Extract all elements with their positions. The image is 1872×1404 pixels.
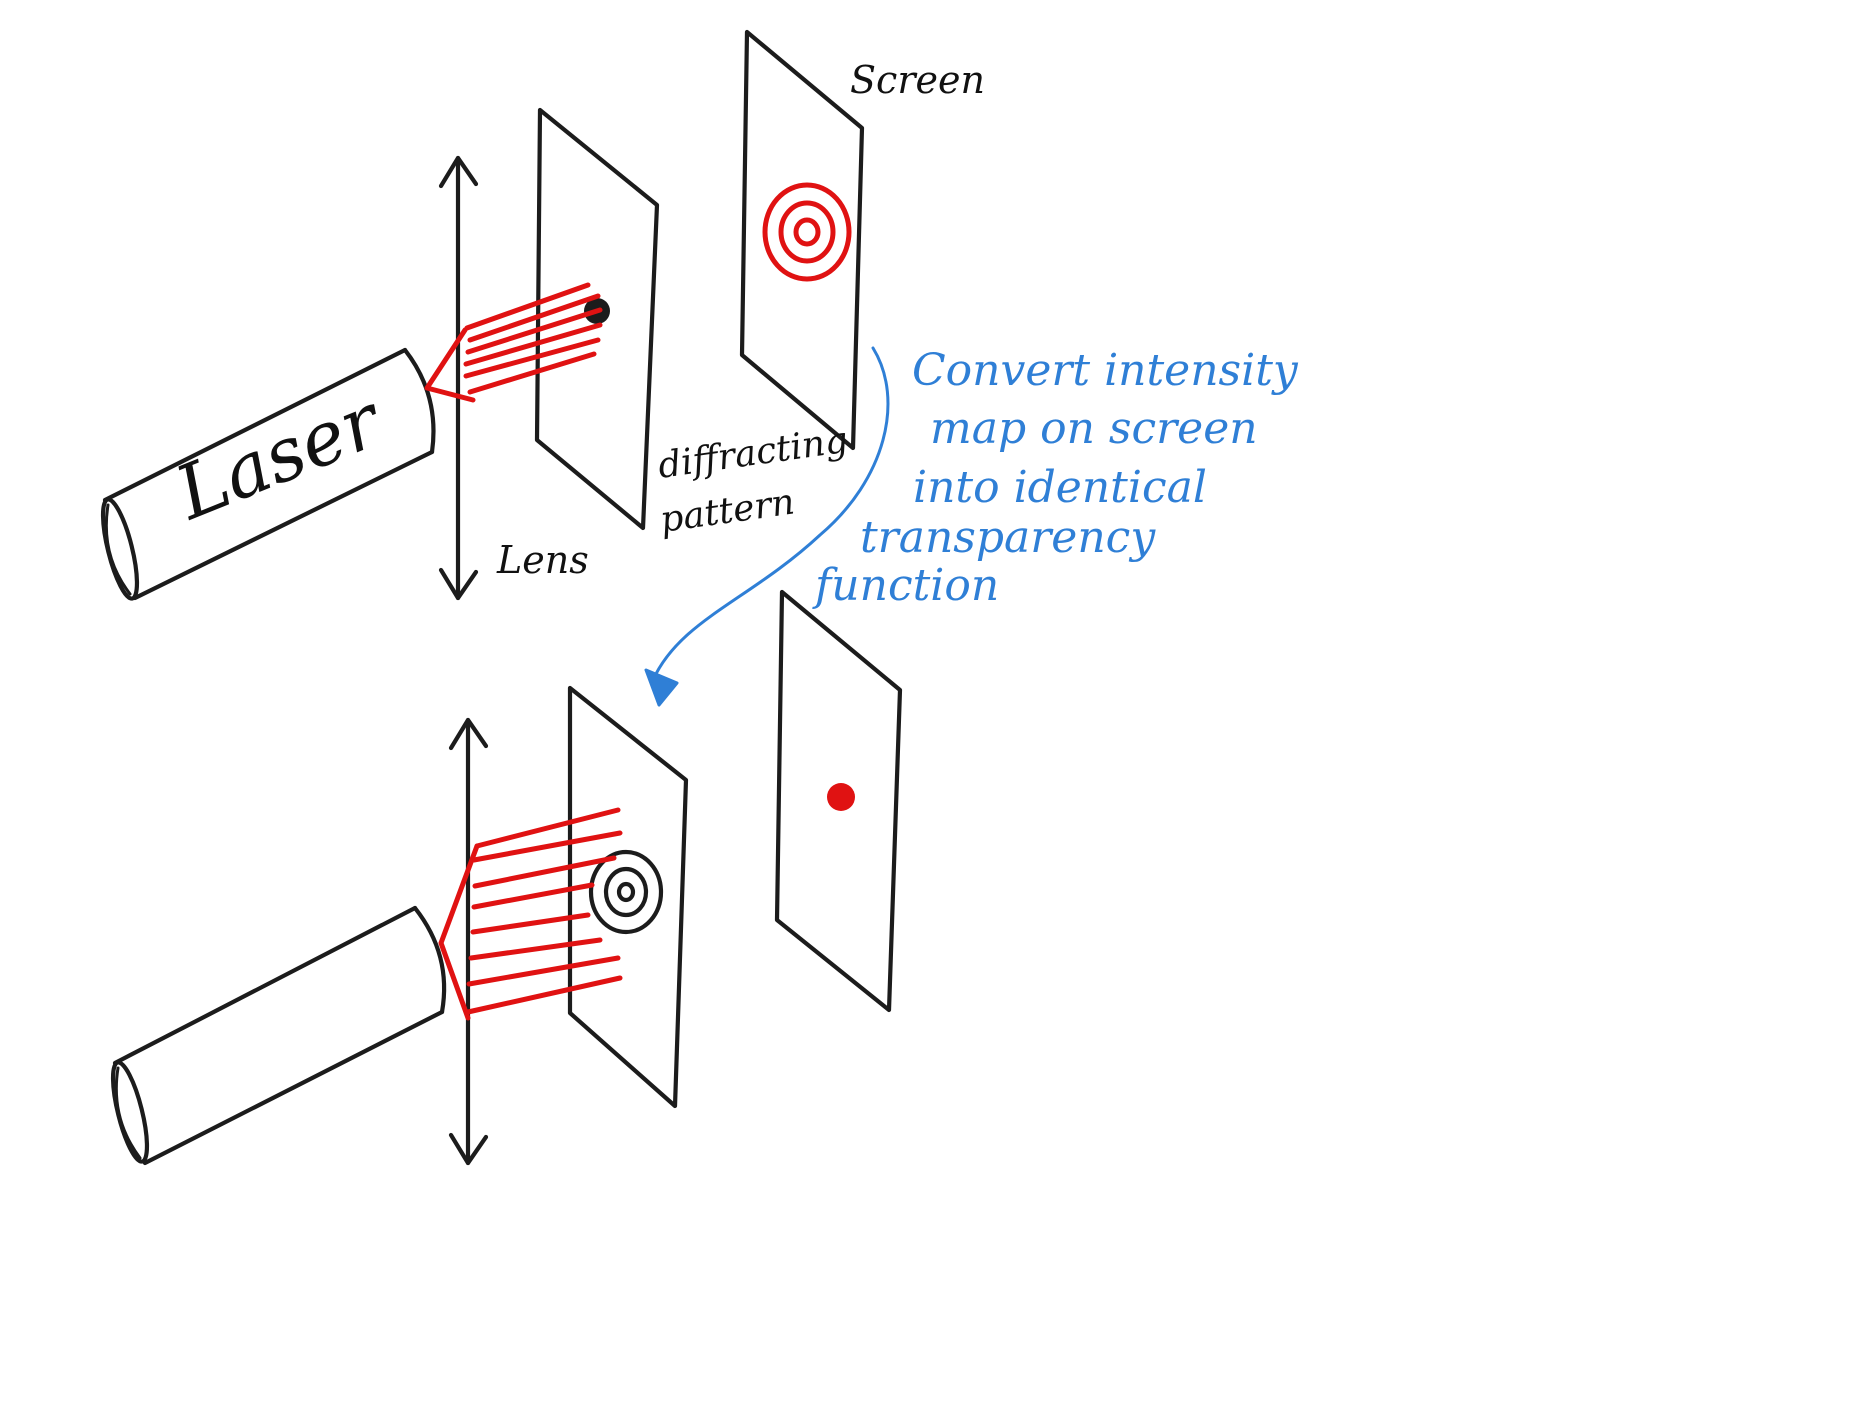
screen-label: Screen: [850, 58, 985, 102]
top-screen-plane: [739, 29, 865, 451]
bottom-setup: [110, 589, 903, 1166]
lens-label: Lens: [496, 538, 589, 582]
conversion-note: Convert intensity map on screen into ide…: [812, 345, 1299, 611]
top-laser-beam: [424, 282, 603, 403]
top-pattern-plane: [534, 107, 660, 531]
note-line-4: transparency: [860, 512, 1156, 563]
note-line-5: function: [812, 560, 999, 611]
top-setup: [100, 29, 865, 601]
note-line-2: map on screen: [930, 403, 1258, 454]
top-laser-tube: [100, 347, 436, 601]
bottom-screen-plane: [774, 589, 903, 1013]
bottom-screen-dot: [827, 783, 855, 811]
bottom-laser-beam: [438, 807, 623, 1021]
bottom-laser-tube: [110, 905, 447, 1166]
note-line-3: into identical: [913, 462, 1207, 513]
pattern-label-line1: diffracting: [656, 420, 851, 487]
pattern-label-line2: pattern: [658, 482, 798, 541]
top-screen-rings: [762, 182, 852, 282]
top-lens-arrow: [438, 155, 479, 601]
laser-label: Laser: [163, 376, 396, 537]
bottom-transparency-rings: [588, 849, 664, 935]
conversion-arrowhead: [644, 668, 679, 707]
bottom-lens-arrow: [448, 717, 489, 1166]
conversion-arrow: [644, 346, 890, 707]
note-line-1: Convert intensity: [912, 345, 1299, 396]
bottom-transparency-plane: [567, 685, 689, 1109]
